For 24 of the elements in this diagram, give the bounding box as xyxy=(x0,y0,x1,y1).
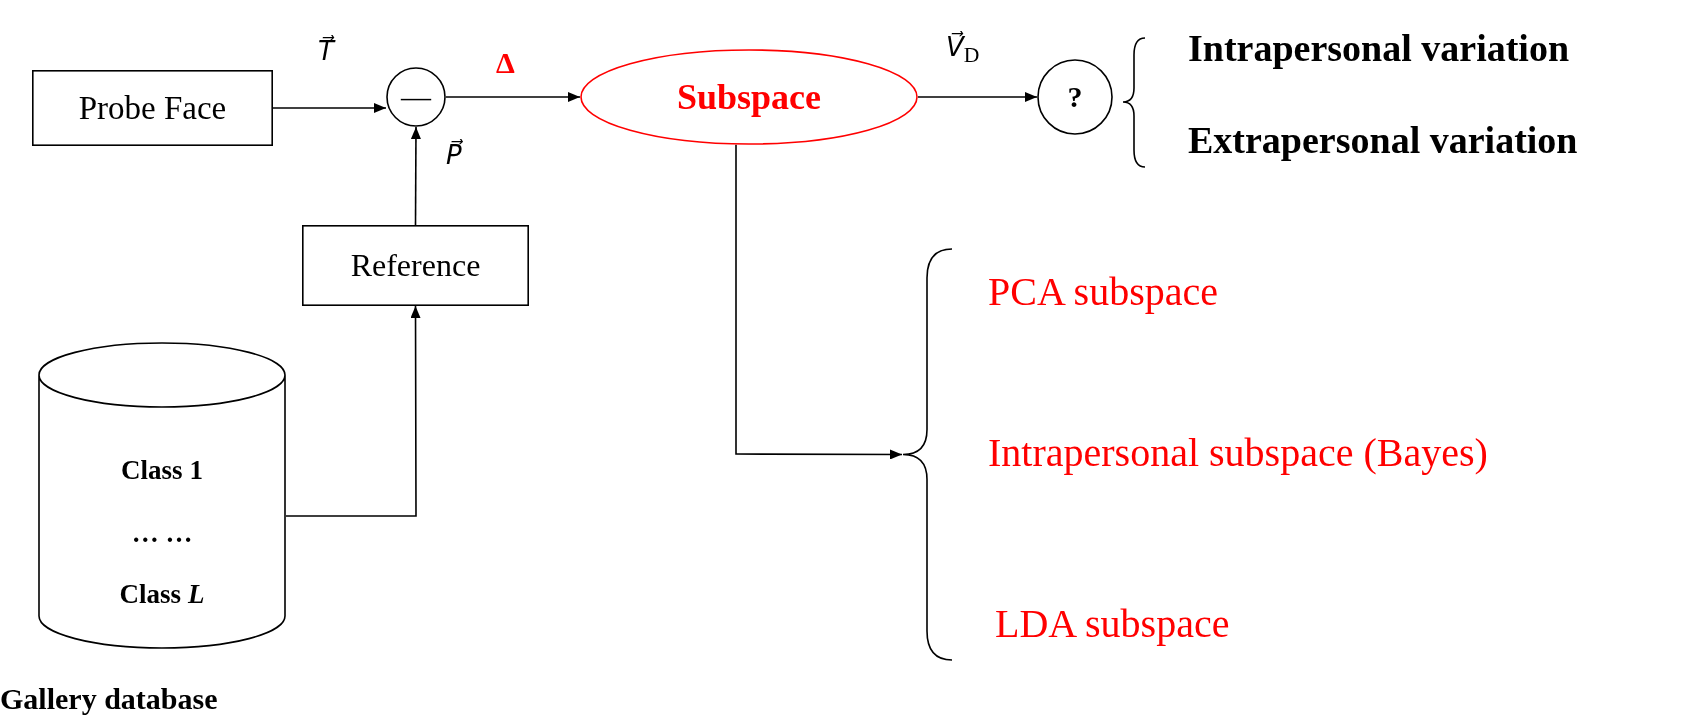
outcome-label: Intrapersonal variation xyxy=(1188,26,1570,70)
node-label: Reference xyxy=(350,247,481,284)
node-label: — xyxy=(401,80,431,114)
arrow xyxy=(285,305,421,517)
class-label: Class 1 xyxy=(121,455,203,486)
method-label: PCA subspace xyxy=(988,268,1218,315)
delta-label: Δ xyxy=(496,46,515,80)
method-label: LDA subspace xyxy=(995,600,1230,647)
vector-label: P⃗ xyxy=(446,140,462,171)
node-label: ? xyxy=(1067,80,1083,114)
class-label: … … xyxy=(131,518,193,549)
arrow xyxy=(272,103,387,113)
vector-label: T⃗ xyxy=(318,36,334,67)
node-label: Probe Face xyxy=(78,89,227,127)
method-label: Intrapersonal subspace (Bayes) xyxy=(988,429,1488,476)
node-label: Gallery database xyxy=(0,682,218,716)
arrow xyxy=(917,92,1038,102)
node-label: Subspace xyxy=(676,76,822,118)
arrow xyxy=(735,144,903,460)
arrow xyxy=(445,92,581,102)
outcome-label: Extrapersonal variation xyxy=(1188,118,1578,162)
class-label: Class L xyxy=(119,579,205,610)
arrow xyxy=(410,126,421,226)
vector-label: V⃗$_{D}$ xyxy=(946,32,980,69)
